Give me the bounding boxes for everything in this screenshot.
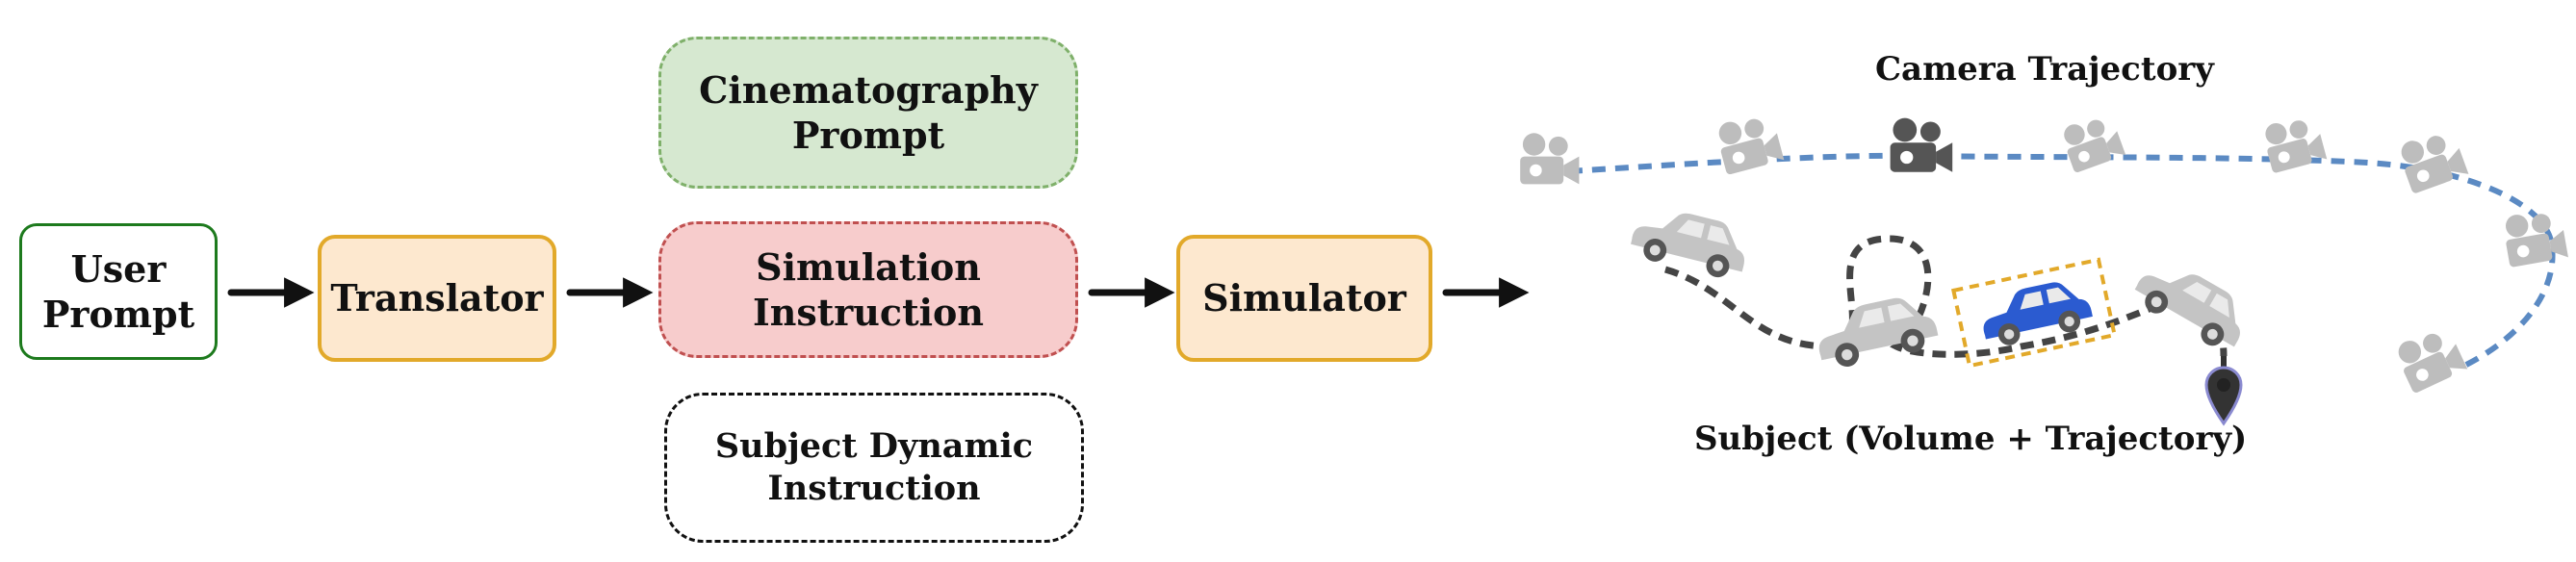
camera-icon [1520,133,1580,185]
translator-box: Translator [318,235,556,362]
cinematography-line-1: Cinematography [699,67,1038,112]
user-prompt-line-2: Prompt [41,293,195,336]
camera-icon [1890,117,1953,172]
subject-dynamic-instruction-box: Subject Dynamic Instruction [664,393,1084,543]
camera-trajectory-path [1568,152,2556,369]
subject-dynamic-line-2: Instruction [767,469,981,508]
camera-icon [2392,322,2468,395]
simulator-box: Simulator [1176,235,1432,362]
camera-icon [1713,110,1785,176]
cinematography-line-2: Prompt [791,114,945,157]
subject-trajectory-path [1664,235,2228,358]
user-prompt-line-1: User [70,246,167,291]
car-icon [1627,201,1753,284]
car-icon [1812,291,1941,372]
camera-icon [2260,112,2328,174]
simulator-label: Simulator [1202,276,1406,320]
subject-label: Subject (Volume + Trajectory) [1694,420,2248,458]
subject-dynamic-line-1: Subject Dynamic [714,426,1034,467]
location-pin-icon [2204,366,2243,426]
car-icon [2128,251,2256,357]
camera-icon [2058,111,2126,174]
camera-icon [2395,126,2469,194]
simulation-instruction-box: Simulation Instruction [658,221,1078,358]
subject-volume-box [1950,257,2118,369]
simulation-instruction-line-1: Simulation [756,244,981,289]
camera-trajectory-label: Camera Trajectory [1875,50,2214,89]
user-prompt-box: User Prompt [19,223,218,360]
car-icon [1976,275,2096,350]
translator-label: Translator [330,276,544,320]
cinematography-prompt-box: Cinematography Prompt [658,37,1078,189]
car-icons [1627,201,2256,372]
simulation-instruction-line-2: Instruction [752,291,985,334]
